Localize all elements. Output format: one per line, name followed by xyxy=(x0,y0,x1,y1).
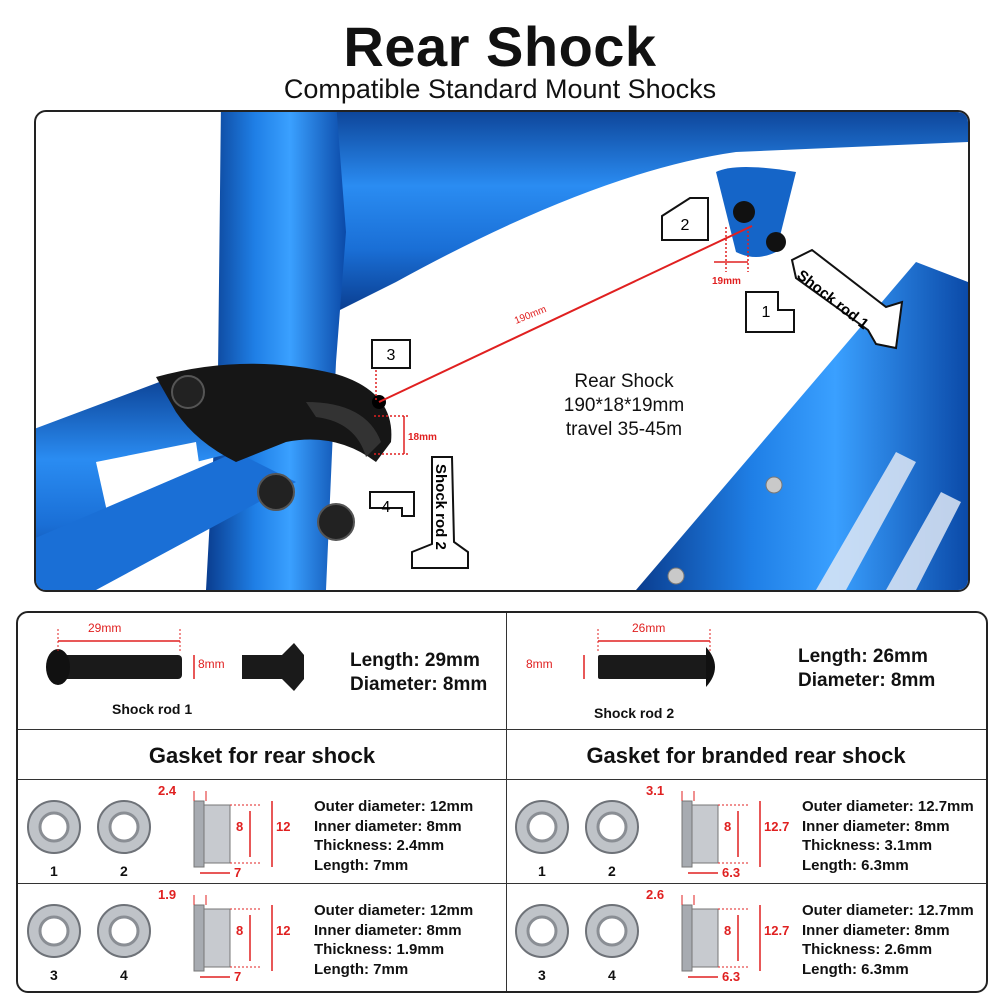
page-title: Rear Shock xyxy=(343,15,657,78)
eye-to-eye-dim: 190mm xyxy=(513,304,548,327)
gasket-spec-line: Outer diameter: 12.7mm xyxy=(802,798,974,815)
shock-spec-line2: 190*18*19mm xyxy=(563,395,685,416)
gasket-number: 3 xyxy=(538,967,546,983)
gasket-outer-dim: 12 xyxy=(276,819,291,834)
gasket-section-title-right: Gasket for branded rear shock xyxy=(586,743,906,768)
table-divider xyxy=(506,613,507,991)
gasket-inner-dim: 8 xyxy=(236,819,244,834)
callout-4-label: 4 xyxy=(382,499,391,516)
gasket-spec-line: Outer diameter: 12mm xyxy=(314,798,474,815)
gasket-spec-line: Thickness: 2.6mm xyxy=(802,941,933,958)
callout-1-label: 1 xyxy=(762,304,771,321)
rear-width-dim: 18mm xyxy=(408,432,437,443)
gasket-inner-dim: 8 xyxy=(724,923,732,938)
gasket-thickness-dim: 1.9 xyxy=(158,887,177,902)
shock-spec-line1: Rear Shock xyxy=(574,371,674,392)
frame-photo-panel: 2 1 3 4 Shock rod 1 Shock rod 2 190mm 19… xyxy=(34,110,970,592)
gasket-number: 2 xyxy=(608,863,616,879)
gasket-diagram xyxy=(27,895,273,978)
gasket-length-dim: 7 xyxy=(234,865,242,880)
gasket-spec-line: Thickness: 1.9mm xyxy=(314,941,445,958)
gasket-number: 4 xyxy=(120,967,128,983)
rod1-diameter: Diameter: 8mm xyxy=(350,674,488,695)
gasket-outer-dim: 12.7 xyxy=(764,819,790,834)
gasket-spec-line: Length: 6.3mm xyxy=(802,960,909,978)
shock-rod-2-diagram xyxy=(583,629,715,687)
top-tube xyxy=(267,112,968,312)
callout-3-label: 3 xyxy=(387,347,396,364)
gasket-spec-line: Outer diameter: 12.7mm xyxy=(802,902,974,919)
seat-stay xyxy=(36,452,296,590)
gasket-number: 4 xyxy=(608,967,616,983)
gasket-length-dim: 6.3 xyxy=(722,969,741,984)
rod2-length: Length: 26mm xyxy=(798,646,928,667)
rod1-caption: Shock rod 1 xyxy=(112,701,193,717)
gasket-number: 3 xyxy=(50,967,58,983)
gasket-spec-line: Thickness: 3.1mm xyxy=(802,837,933,854)
table-divider xyxy=(18,883,986,884)
gasket-thickness-dim: 3.1 xyxy=(646,783,665,798)
shock-spec-line3: travel 35-45m xyxy=(565,419,683,440)
gasket-length-dim: 6.3 xyxy=(722,865,741,880)
rod1-diameter-dim: 8mm xyxy=(198,657,225,671)
gasket-spec-line: Inner diameter: 8mm xyxy=(314,817,462,835)
gasket-spec-line: Length: 6.3mm xyxy=(802,856,909,874)
gasket-spec-line: Thickness: 2.4mm xyxy=(314,837,445,854)
gasket-inner-dim: 8 xyxy=(236,923,244,938)
rocker-link xyxy=(156,363,392,462)
gasket-length-dim: 7 xyxy=(234,969,242,984)
table-divider xyxy=(18,729,986,730)
rod2-caption: Shock rod 2 xyxy=(594,705,675,721)
gasket-thickness-dim: 2.6 xyxy=(646,887,665,902)
callout-1 xyxy=(745,291,795,333)
spec-table: 29mm 8mm Shock rod 1 Length: 29mm Diamet… xyxy=(16,611,988,993)
rod2-diameter-dim: 8mm xyxy=(526,657,553,671)
shock-rod-2-photo-label: Shock rod 2 xyxy=(432,464,449,550)
shock-rod-2-shape xyxy=(411,456,469,569)
gasket-diagram xyxy=(515,895,761,978)
shock-rod-1-diagram xyxy=(46,629,304,691)
gasket-spec-line: Length: 7mm xyxy=(314,960,409,978)
callout-2-label: 2 xyxy=(681,217,690,234)
shock-rod-1-shape xyxy=(790,248,904,350)
callout-2 xyxy=(661,197,709,241)
gasket-outer-dim: 12 xyxy=(276,923,291,938)
gasket-number: 1 xyxy=(50,863,58,879)
shock-spec-block: Rear Shock 190*18*19mm travel 35-45m xyxy=(526,370,722,442)
table-divider xyxy=(18,779,986,780)
gasket-section-title-left: Gasket for rear shock xyxy=(148,743,376,768)
gasket-number: 1 xyxy=(538,863,546,879)
gasket-spec-line: Inner diameter: 8mm xyxy=(802,921,950,939)
gasket-spec-line: Outer diameter: 12mm xyxy=(314,902,474,919)
rod1-length: Length: 29mm xyxy=(350,650,480,671)
rod1-length-dim: 29mm xyxy=(88,621,122,635)
gasket-inner-dim: 8 xyxy=(724,819,732,834)
gasket-spec-line: Length: 7mm xyxy=(314,856,409,874)
gasket-spec-line: Inner diameter: 8mm xyxy=(802,817,950,835)
gasket-spec-line: Inner diameter: 8mm xyxy=(314,921,462,939)
rod2-diameter: Diameter: 8mm xyxy=(798,670,936,691)
page-subtitle: Compatible Standard Mount Shocks xyxy=(283,74,717,104)
frame-illustration: 2 1 3 4 Shock rod 1 Shock rod 2 190mm 19… xyxy=(36,112,968,590)
front-width-dim: 19mm xyxy=(712,276,741,287)
gasket-outer-dim: 12.7 xyxy=(764,923,790,938)
gasket-thickness-dim: 2.4 xyxy=(158,783,177,798)
gasket-diagram xyxy=(515,791,761,874)
callout-4 xyxy=(369,491,415,517)
rod2-length-dim: 26mm xyxy=(632,621,666,635)
gasket-diagram xyxy=(27,791,273,874)
gasket-number: 2 xyxy=(120,863,128,879)
callout-3 xyxy=(371,339,411,369)
